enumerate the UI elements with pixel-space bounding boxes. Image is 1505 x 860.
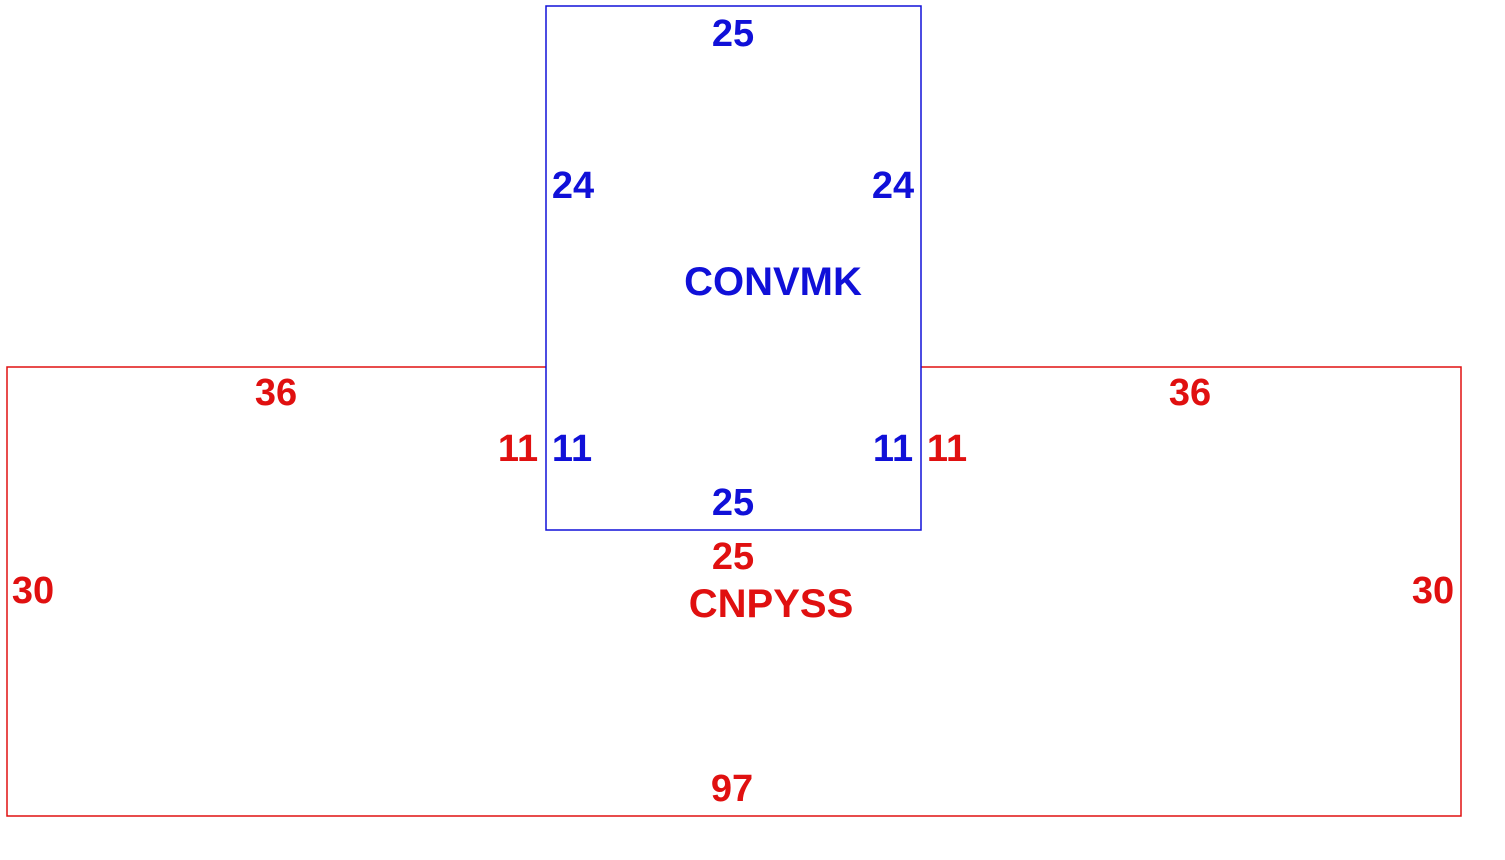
blue-shape-name: CONVMK — [684, 260, 862, 304]
blue-shape-outline — [545, 5, 922, 531]
blue-bottom-dimension: 25 — [712, 482, 754, 524]
red-inner-left-dimension: 11 — [498, 428, 538, 470]
red-inner-bottom-dimension: 25 — [712, 536, 754, 578]
red-top-right-dimension: 36 — [1169, 372, 1211, 414]
red-right-dimension: 30 — [1412, 570, 1454, 612]
blue-labels: 25 24 24 CONVMK 11 11 25 — [552, 13, 914, 524]
blue-top-dimension: 25 — [712, 13, 754, 55]
red-labels: 36 36 11 11 25 CNPYSS 30 30 97 — [12, 372, 1454, 810]
red-inner-right-dimension: 11 — [927, 428, 967, 470]
blue-left-lower-dimension: 11 — [552, 428, 592, 470]
blue-right-upper-dimension: 24 — [872, 165, 914, 207]
red-bottom-dimension: 97 — [711, 768, 753, 810]
red-shape-name: CNPYSS — [689, 582, 854, 626]
red-top-left-dimension: 36 — [255, 372, 297, 414]
red-left-dimension: 30 — [12, 570, 54, 612]
blue-left-upper-dimension: 24 — [552, 165, 594, 207]
red-shape-outline — [6, 366, 1462, 817]
blue-right-lower-dimension: 11 — [873, 428, 913, 470]
